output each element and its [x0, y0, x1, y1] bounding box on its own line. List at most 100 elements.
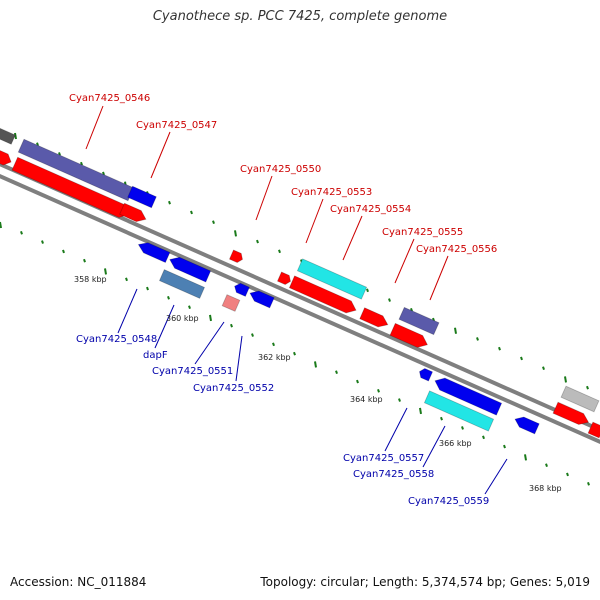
leader-0559 [484, 458, 508, 495]
tick-mark-inner [314, 361, 317, 368]
leader-0552 [235, 335, 243, 382]
gene-feature-cyan7425-0548[interactable] [137, 242, 171, 264]
gene-feature-cyan7425-0554[interactable] [288, 275, 357, 314]
leader-dapf [154, 304, 175, 349]
gene-label-cyan7425-0550[interactable]: Cyan7425_0550 [240, 164, 321, 175]
kbp-label-362: 362 kbp [258, 353, 291, 362]
tick-mark-inner [587, 481, 590, 486]
gene-feature-dark[interactable] [0, 127, 16, 145]
tick-mark-inner [125, 277, 128, 282]
gene-feature-red-3[interactable] [276, 271, 291, 285]
genome-summary-text: Topology: circular; Length: 5,374,574 bp… [260, 575, 590, 589]
leader-0556 [429, 255, 449, 301]
gene-feature-cyan7425-0557[interactable] [419, 368, 434, 382]
leader-0557 [384, 407, 408, 452]
gene-feature-cyan7425-0551[interactable] [234, 282, 250, 297]
tick-mark-outer [476, 337, 479, 341]
gene-feature-red[interactable] [0, 149, 12, 166]
tick-mark-inner [503, 444, 506, 449]
gene-label-cyan7425-0548[interactable]: Cyan7425_0548 [76, 334, 157, 345]
gene-label-cyan7425-0554[interactable]: Cyan7425_0554 [330, 204, 411, 215]
gene-feature-cyan7425-0552[interactable] [249, 290, 275, 309]
gene-label-cyan7425-0551[interactable]: Cyan7425_0551 [152, 366, 233, 377]
leader-0550 [255, 175, 273, 221]
tick-mark-inner [251, 333, 254, 337]
gene-label-cyan7425-0552[interactable]: Cyan7425_0552 [193, 383, 274, 394]
tick-mark-inner [62, 249, 65, 254]
kbp-label-364: 364 kbp [350, 395, 383, 404]
tick-mark-inner [524, 454, 527, 461]
tick-mark-inner [293, 351, 296, 356]
tick-mark-inner [104, 268, 107, 275]
tick-mark-outer [102, 171, 105, 176]
tick-mark-inner [377, 388, 380, 393]
leader-0547 [150, 131, 171, 179]
tick-mark-inner [0, 221, 2, 229]
tick-mark-outer [14, 132, 17, 140]
gene-label-cyan7425-0559[interactable]: Cyan7425_0559 [408, 496, 489, 507]
tick-mark-inner [566, 472, 569, 477]
gene-feature-red-edge[interactable] [587, 421, 600, 439]
gene-feature-cyan7425-0555[interactable] [398, 306, 440, 336]
kbp-label-358: 358 kbp [74, 275, 107, 284]
tick-mark-outer [520, 356, 523, 361]
tick-mark-inner [209, 314, 212, 322]
gene-feature-red-4[interactable] [359, 307, 389, 328]
gene-label-dapf[interactable]: dapF [143, 350, 168, 361]
gene-label-cyan7425-0556[interactable]: Cyan7425_0556 [416, 244, 497, 255]
tick-mark-outer [256, 239, 259, 244]
tick-mark-inner [398, 398, 401, 402]
tick-mark-inner [419, 407, 422, 415]
gene-features [0, 127, 600, 439]
tick-mark-outer [58, 152, 61, 156]
leader-0546 [85, 105, 104, 150]
gene-feature-red-5[interactable] [552, 401, 590, 425]
tick-mark-outer [586, 385, 589, 390]
gene-feature-pink[interactable] [221, 294, 241, 312]
tick-mark-outer [366, 288, 369, 293]
gene-label-cyan7425-0555[interactable]: Cyan7425_0555 [382, 227, 463, 238]
leader-0555 [394, 238, 415, 284]
tick-mark-outer [36, 142, 39, 147]
tick-marks [0, 132, 590, 486]
tick-mark-outer [278, 249, 281, 254]
tick-mark-outer [454, 327, 457, 334]
tick-mark-inner [356, 379, 359, 384]
gene-feature-blue-2[interactable] [169, 256, 212, 283]
leader-0548 [117, 288, 138, 334]
gene-label-cyan7425-0547[interactable]: Cyan7425_0547 [136, 120, 217, 131]
tick-mark-outer [234, 230, 237, 237]
leader-0554 [342, 215, 363, 261]
tick-mark-outer [190, 210, 193, 215]
gene-feature-cyan7425-0558[interactable] [423, 390, 495, 432]
tick-mark-inner [20, 230, 23, 235]
gene-label-cyan7425-0558[interactable]: Cyan7425_0558 [353, 469, 434, 480]
tick-mark-inner [545, 463, 548, 467]
leader-0558 [422, 425, 446, 468]
feature-labels: Cyan7425_0546 Cyan7425_0547 Cyan7425_055… [69, 93, 562, 507]
gene-feature-cyan7425-0559[interactable] [514, 416, 540, 435]
accession-text: Accession: NC_011884 [10, 575, 147, 589]
leader-0553 [305, 198, 324, 244]
gene-feature-dapf[interactable] [158, 269, 206, 299]
gene-feature-blue-3[interactable] [434, 377, 503, 416]
gene-feature-gray[interactable] [560, 385, 600, 413]
gene-feature-cyan7425-0547[interactable] [127, 185, 157, 209]
gene-label-cyan7425-0557[interactable]: Cyan7425_0557 [343, 453, 424, 464]
tick-mark-inner [461, 426, 464, 430]
tick-mark-inner [440, 416, 443, 421]
gene-feature-cyan7425-0556[interactable] [389, 322, 428, 348]
gene-label-cyan7425-0553[interactable]: Cyan7425_0553 [291, 187, 372, 198]
tick-mark-inner [167, 296, 170, 300]
tick-mark-inner [482, 435, 485, 440]
kbp-label-360: 360 kbp [166, 314, 199, 323]
tick-mark-outer [388, 298, 391, 302]
tick-mark-inner [83, 258, 86, 263]
gene-feature-red-2[interactable] [119, 202, 147, 223]
tick-mark-outer [564, 376, 567, 383]
gene-feature-cyan7425-0550[interactable] [228, 249, 243, 263]
gene-label-cyan7425-0546[interactable]: Cyan7425_0546 [69, 93, 150, 104]
gene-feature-cyan7425-0553[interactable] [296, 258, 368, 300]
leader-0551 [194, 321, 225, 365]
